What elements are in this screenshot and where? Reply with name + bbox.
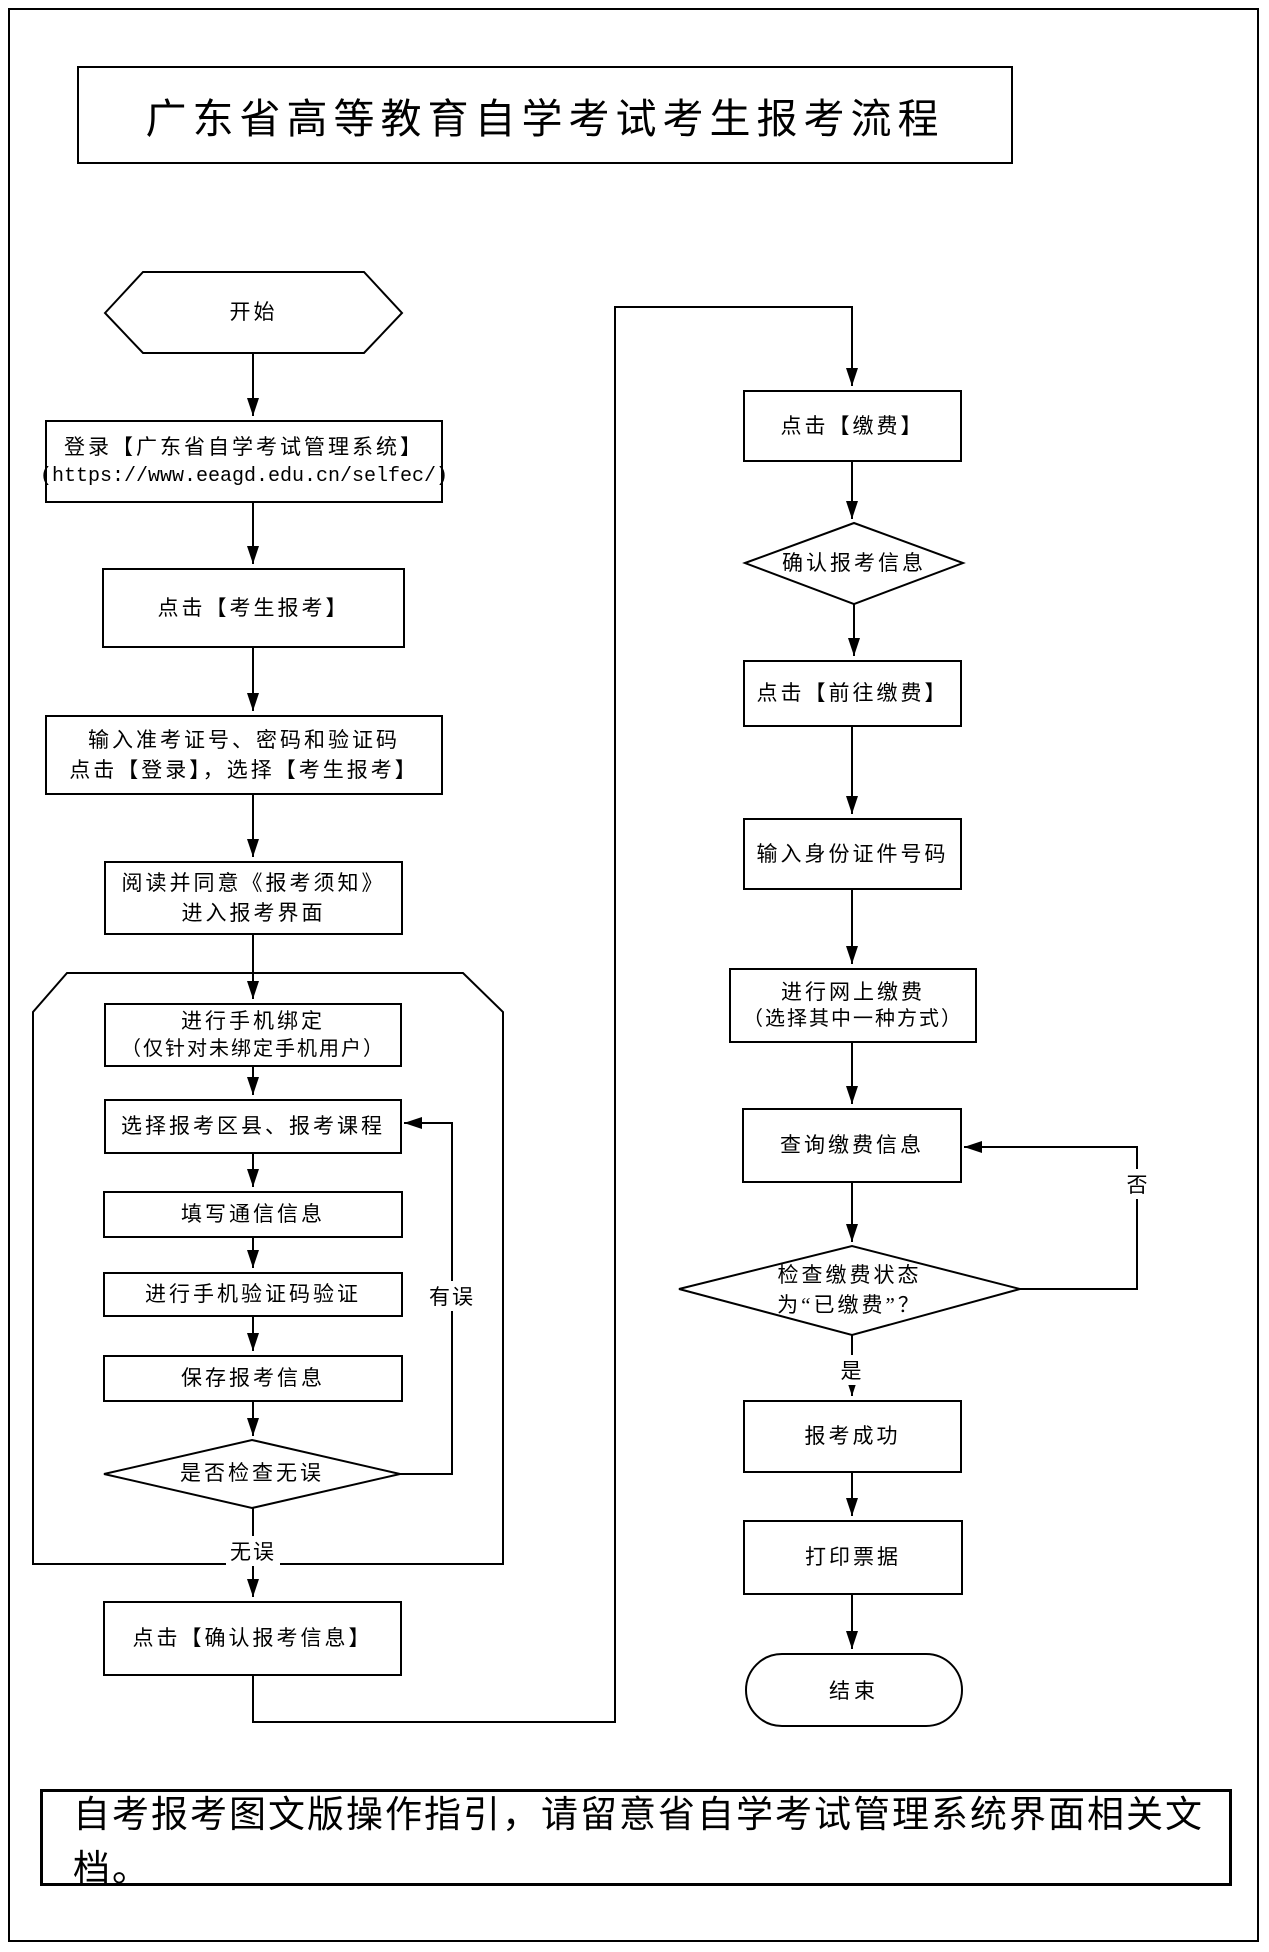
step-fill-contact: 填写通信信息: [103, 1191, 403, 1238]
footer-note: 自考报考图文版操作指引，请留意省自学考试管理系统界面相关文档。: [40, 1789, 1232, 1890]
edge-label-no: 否: [1122, 1169, 1154, 1199]
step-read-notice-line1: 阅读并同意《报考须知》: [121, 870, 386, 895]
step-read-notice-line2: 进入报考界面: [181, 901, 326, 925]
edge-not-paid-loop: [964, 1141, 1138, 1290]
decision-check-correct: 是否检查无误: [180, 1461, 324, 1486]
edge-label-has-error: 有误: [425, 1281, 479, 1311]
step-read-notice: 阅读并同意《报考须知》 进入报考界面: [104, 861, 403, 935]
step-sms-verify: 进行手机验证码验证: [103, 1272, 403, 1317]
decision-check-paid-line1: 检查缴费状态: [777, 1263, 922, 1288]
step-login-url: (https://www.eeagd.edu.cn/selfec/): [39, 465, 449, 489]
step-login-system: 登录【广东省自学考试管理系统】 (https://www.eeagd.edu.c…: [40, 420, 448, 503]
end-node: 结束: [745, 1653, 963, 1727]
step-bind-phone: 进行手机绑定 （仅针对未绑定手机用户）: [104, 1003, 402, 1067]
step-click-candidate-register: 点击【考生报考】: [102, 568, 405, 648]
page-title: 广东省高等教育自学考试考生报考流程: [77, 66, 1013, 164]
start-shape: [103, 271, 404, 354]
decision-check-paid-line2: 为“已缴费”？: [777, 1292, 922, 1317]
step-select-district-course: 选择报考区县、报考课程: [104, 1099, 402, 1154]
confirm-reg-info-shape: [742, 521, 966, 606]
edge-confirm-to-pay: [252, 306, 858, 1723]
step-register-success: 报考成功: [743, 1400, 962, 1473]
step-online-pay-line2: （选择其中一种方式）: [743, 1008, 963, 1031]
step-bind-phone-line2: （仅针对未绑定手机用户）: [121, 1037, 385, 1060]
step-input-credentials: 输入准考证号、密码和验证码 点击【登录】，选择【考生报考】: [45, 715, 443, 795]
edge-label-yes: 是: [836, 1355, 868, 1385]
start-node: 开始: [229, 299, 278, 324]
step-input-credentials-line2: 点击【登录】，选择【考生报考】: [69, 758, 419, 782]
step-confirm-register-info: 点击【确认报考信息】: [103, 1601, 402, 1676]
step-go-pay: 点击【前往缴费】: [743, 660, 962, 727]
page-border: [8, 8, 1259, 1942]
step-query-payment: 查询缴费信息: [742, 1108, 962, 1183]
step-print-receipt: 打印票据: [743, 1520, 963, 1595]
step-save-info: 保存报考信息: [103, 1355, 403, 1402]
step-online-pay: 进行网上缴费 （选择其中一种方式）: [729, 968, 977, 1043]
decision-check-paid: 检查缴费状态 为“已缴费”？: [679, 1246, 1020, 1335]
edge-label-no-error: 无误: [226, 1536, 280, 1566]
step-input-credentials-line1: 输入准考证号、密码和验证码: [88, 727, 400, 752]
decision-confirm-reg-info: 确认报考信息: [782, 550, 926, 575]
step-click-pay: 点击【缴费】: [743, 390, 962, 462]
step-input-id-number: 输入身份证件号码: [743, 818, 962, 890]
step-login-line1: 登录【广东省自学考试管理系统】: [64, 434, 424, 459]
step-bind-phone-line1: 进行手机绑定: [181, 1009, 325, 1034]
step-online-pay-line1: 进行网上缴费: [781, 979, 925, 1004]
